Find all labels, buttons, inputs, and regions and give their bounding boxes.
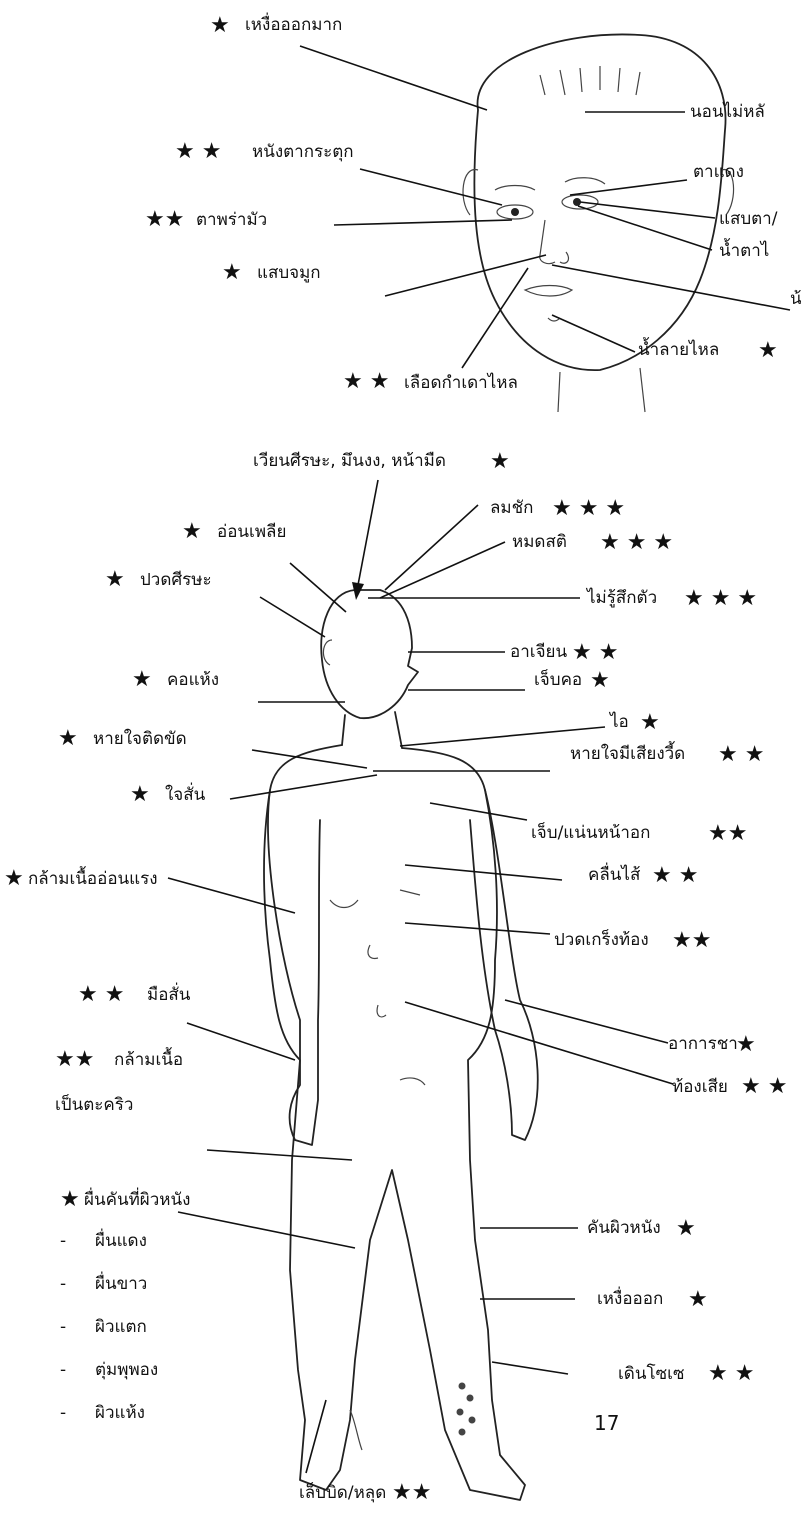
palpitations-label: ใจสั่น bbox=[165, 782, 206, 805]
list-bullet: - bbox=[60, 1403, 66, 1423]
itchy-skin-label: คันผิวหนัง bbox=[587, 1218, 661, 1238]
chest-pain-stars: ★★ bbox=[708, 821, 747, 846]
sore-throat-stars: ★ bbox=[590, 668, 610, 693]
muscle-cramps-label-1: กล้ามเนื้อ bbox=[114, 1047, 183, 1070]
eyelid-twitch-stars: ★ ★ bbox=[175, 139, 221, 164]
unconscious-stars: ★ ★ ★ bbox=[684, 586, 757, 611]
rash-dots bbox=[457, 1383, 476, 1436]
vomiting-stars: ★ ★ bbox=[572, 640, 618, 665]
muscle-weakness-stars: ★ bbox=[4, 866, 24, 891]
dry-throat-stars: ★ bbox=[132, 667, 152, 692]
body-illustration bbox=[264, 480, 538, 1500]
nosebleed-stars: ★ ★ bbox=[343, 369, 389, 394]
skin-rash-label: ผื่นคันที่ผิวหนัง bbox=[84, 1187, 190, 1210]
blurred-vision-stars: ★★ bbox=[145, 207, 184, 232]
list-item: ผิวแตก bbox=[95, 1317, 147, 1337]
dry-throat-label: คอแห้ง bbox=[167, 670, 219, 690]
staggering-label: เดินโซเซ bbox=[618, 1363, 685, 1384]
hand-tremor-stars: ★ ★ bbox=[78, 982, 124, 1007]
fainting-label: หมดสติ bbox=[512, 532, 567, 552]
list-item: ตุ่มพุพอง bbox=[95, 1360, 158, 1380]
unconscious-label: ไม่รู้สึกตัว bbox=[585, 587, 657, 608]
nail-damage-stars: ★★ bbox=[392, 1480, 431, 1505]
headache-label: ปวดศีรษะ bbox=[140, 570, 212, 590]
heavy-sweating-label: เหงื่อออกมาก bbox=[245, 12, 342, 35]
hand-tremor-label: มือสั่น bbox=[147, 982, 191, 1005]
list-bullet: - bbox=[60, 1231, 66, 1251]
shortness-of-breath-label: หายใจติดขัด bbox=[93, 728, 187, 749]
list-bullet: - bbox=[60, 1360, 66, 1380]
diarrhea-stars: ★ ★ bbox=[741, 1074, 787, 1099]
nose-irritation-label: แสบจมูก bbox=[257, 263, 321, 283]
list-bullet: - bbox=[60, 1317, 66, 1337]
page-number: 17 bbox=[594, 1411, 619, 1435]
muscle-cramps-stars: ★★ bbox=[55, 1047, 94, 1072]
drooling-stars: ★ bbox=[758, 338, 778, 363]
fatigue-stars: ★ bbox=[182, 519, 202, 544]
wheezing-label: หายใจมีเสียงวี้ด bbox=[570, 741, 685, 764]
dizziness-label: เวียนศีรษะ, มึนงง, หน้ามืด bbox=[253, 451, 446, 471]
eye-irritation-label: แสบตา/ bbox=[719, 209, 778, 229]
list-bullet: - bbox=[60, 1274, 66, 1294]
seizure-stars: ★ ★ ★ bbox=[552, 496, 625, 521]
heavy-sweating-stars: ★ bbox=[210, 13, 230, 38]
cough-stars: ★ bbox=[640, 710, 660, 735]
nausea-label: คลื่นไส้ bbox=[588, 862, 641, 885]
list-item: ผื่นขาว bbox=[95, 1271, 147, 1294]
tearing-label: น้ำตาไ bbox=[719, 238, 769, 261]
sweating-stars: ★ bbox=[688, 1287, 708, 1312]
rash-type-list: - ผื่นแดง - ผื่นขาว - ผิวแตก - ตุ่มพุพอง… bbox=[60, 1228, 158, 1423]
leader-lines bbox=[168, 46, 790, 1473]
chest-pain-label: เจ็บ/แน่นหน้าอก bbox=[531, 821, 650, 843]
muscle-cramps-label-2: เป็นตะคริว bbox=[55, 1093, 133, 1115]
abdominal-cramps-stars: ★★ bbox=[672, 928, 711, 953]
dizziness-stars: ★ bbox=[490, 449, 510, 474]
nausea-stars: ★ ★ bbox=[652, 863, 698, 888]
drooling-label: น้ำลายไหล bbox=[638, 337, 719, 360]
blurred-vision-label: ตาพร่ามัว bbox=[196, 210, 267, 230]
nail-damage-label: เล็บบิด/หลุด bbox=[299, 1481, 386, 1503]
muscle-weakness-label: กล้ามเนื้ออ่อนแรง bbox=[28, 866, 158, 889]
staggering-stars: ★ ★ bbox=[708, 1361, 754, 1386]
nosebleed-label: เลือดกำเดาไหล bbox=[404, 372, 518, 393]
numbness-label: อาการชา bbox=[668, 1034, 738, 1054]
eyelid-twitch-label: หนังตากระตุก bbox=[252, 142, 354, 162]
face-labels: ★ เหงื่อออกมาก นอนไม่หลั ★ ★ หนังตากระตุ… bbox=[145, 12, 801, 394]
fatigue-label: อ่อนเพลีย bbox=[217, 522, 286, 542]
headache-stars: ★ bbox=[105, 567, 125, 592]
list-item: ผื่นแดง bbox=[95, 1228, 147, 1251]
numbness-stars: ★ bbox=[736, 1032, 756, 1057]
wheezing-stars: ★ ★ bbox=[718, 742, 764, 767]
list-item: ผิวแห้ง bbox=[95, 1403, 145, 1423]
skin-rash-stars: ★ bbox=[60, 1187, 80, 1212]
shortness-of-breath-stars: ★ bbox=[58, 726, 78, 751]
runny-nose-label: น้ bbox=[790, 289, 801, 309]
sore-throat-label: เจ็บคอ bbox=[534, 668, 582, 690]
abdominal-cramps-label: ปวดเกร็งท้อง bbox=[554, 928, 649, 950]
diarrhea-label: ท้องเสีย bbox=[672, 1077, 728, 1097]
red-eyes-label: ตาแดง bbox=[693, 162, 744, 182]
palpitations-stars: ★ bbox=[130, 782, 150, 807]
cough-label: ไอ bbox=[608, 711, 629, 732]
insomnia-label: นอนไม่หลั bbox=[690, 101, 765, 122]
nose-irritation-stars: ★ bbox=[222, 260, 242, 285]
sweating-label: เหงื่อออก bbox=[597, 1286, 663, 1309]
seizure-label: ลมชัก bbox=[490, 498, 533, 518]
itchy-skin-stars: ★ bbox=[676, 1216, 696, 1241]
body-labels: เวียนศีรษะ, มึนงง, หน้ามืด ★ ลมชัก ★ ★ ★… bbox=[4, 449, 787, 1505]
vomiting-label: อาเจียน bbox=[510, 642, 567, 662]
fainting-stars: ★ ★ ★ bbox=[600, 530, 673, 555]
